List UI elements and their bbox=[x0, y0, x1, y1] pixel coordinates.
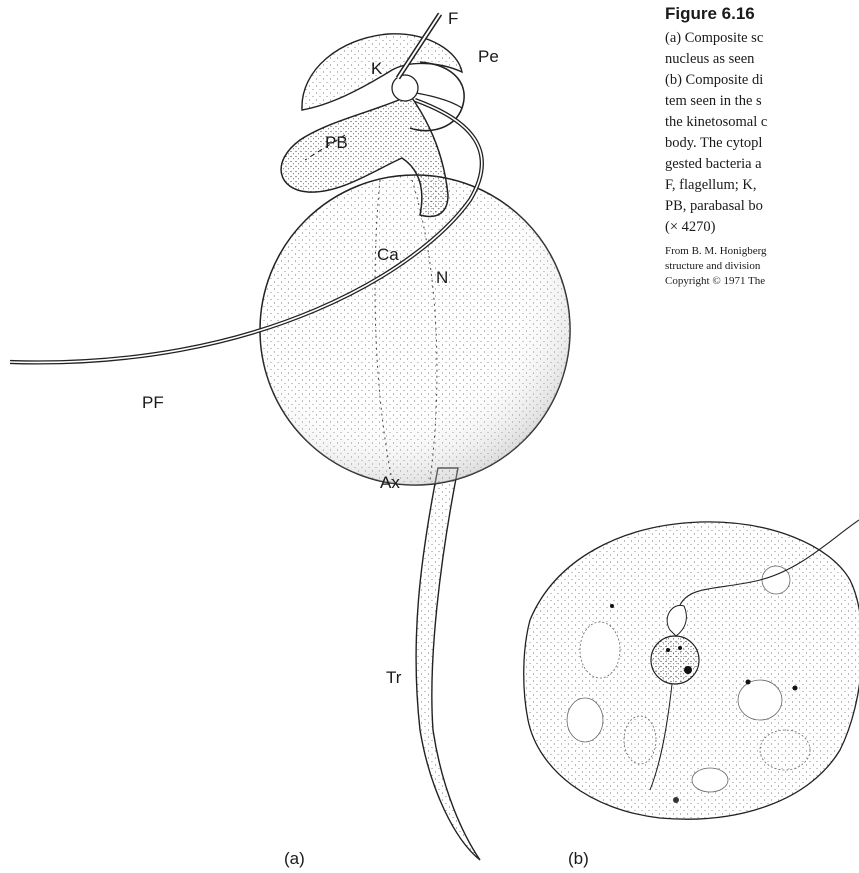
label-n: N bbox=[436, 268, 448, 287]
label-pf: PF bbox=[142, 393, 164, 412]
caption-line: the kinetosomal c bbox=[665, 112, 859, 133]
panel-b-drawing bbox=[524, 520, 859, 819]
label-k: K bbox=[371, 59, 383, 78]
kinetosome bbox=[392, 75, 418, 101]
caption-line: (b) Composite di bbox=[665, 70, 859, 91]
caption-line: body. The cytopl bbox=[665, 133, 859, 154]
panel-b-label: (b) bbox=[568, 849, 589, 868]
caption-line: PB, parabasal bo bbox=[665, 196, 859, 217]
figure-caption: Figure 6.16 (a) Composite sc nucleus as … bbox=[665, 0, 859, 289]
label-pb: PB bbox=[325, 133, 348, 152]
caption-line: nucleus as seen bbox=[665, 49, 859, 70]
panel-a-label: (a) bbox=[284, 849, 305, 868]
label-pe: Pe bbox=[478, 47, 499, 66]
figure-credit: From B. M. Honigberg structure and divis… bbox=[665, 244, 859, 289]
caption-line: (× 4270) bbox=[665, 217, 859, 238]
caption-line: (a) Composite sc bbox=[665, 28, 859, 49]
label-f: F bbox=[448, 9, 458, 28]
panel-a-drawing bbox=[10, 14, 570, 860]
caption-line: gested bacteria a bbox=[665, 154, 859, 175]
credit-line: Copyright © 1971 The bbox=[665, 274, 859, 289]
label-tr: Tr bbox=[386, 668, 402, 687]
axostyle-trunk bbox=[416, 468, 480, 860]
caption-line: F, flagellum; K, bbox=[665, 175, 859, 196]
label-ax: Ax bbox=[380, 473, 400, 492]
label-ca: Ca bbox=[377, 245, 399, 264]
figure-title: Figure 6.16 bbox=[665, 4, 859, 24]
caption-line: tem seen in the s bbox=[665, 91, 859, 112]
credit-line: From B. M. Honigberg bbox=[665, 244, 859, 259]
cell-nucleus bbox=[651, 636, 699, 684]
credit-line: structure and division bbox=[665, 259, 859, 274]
